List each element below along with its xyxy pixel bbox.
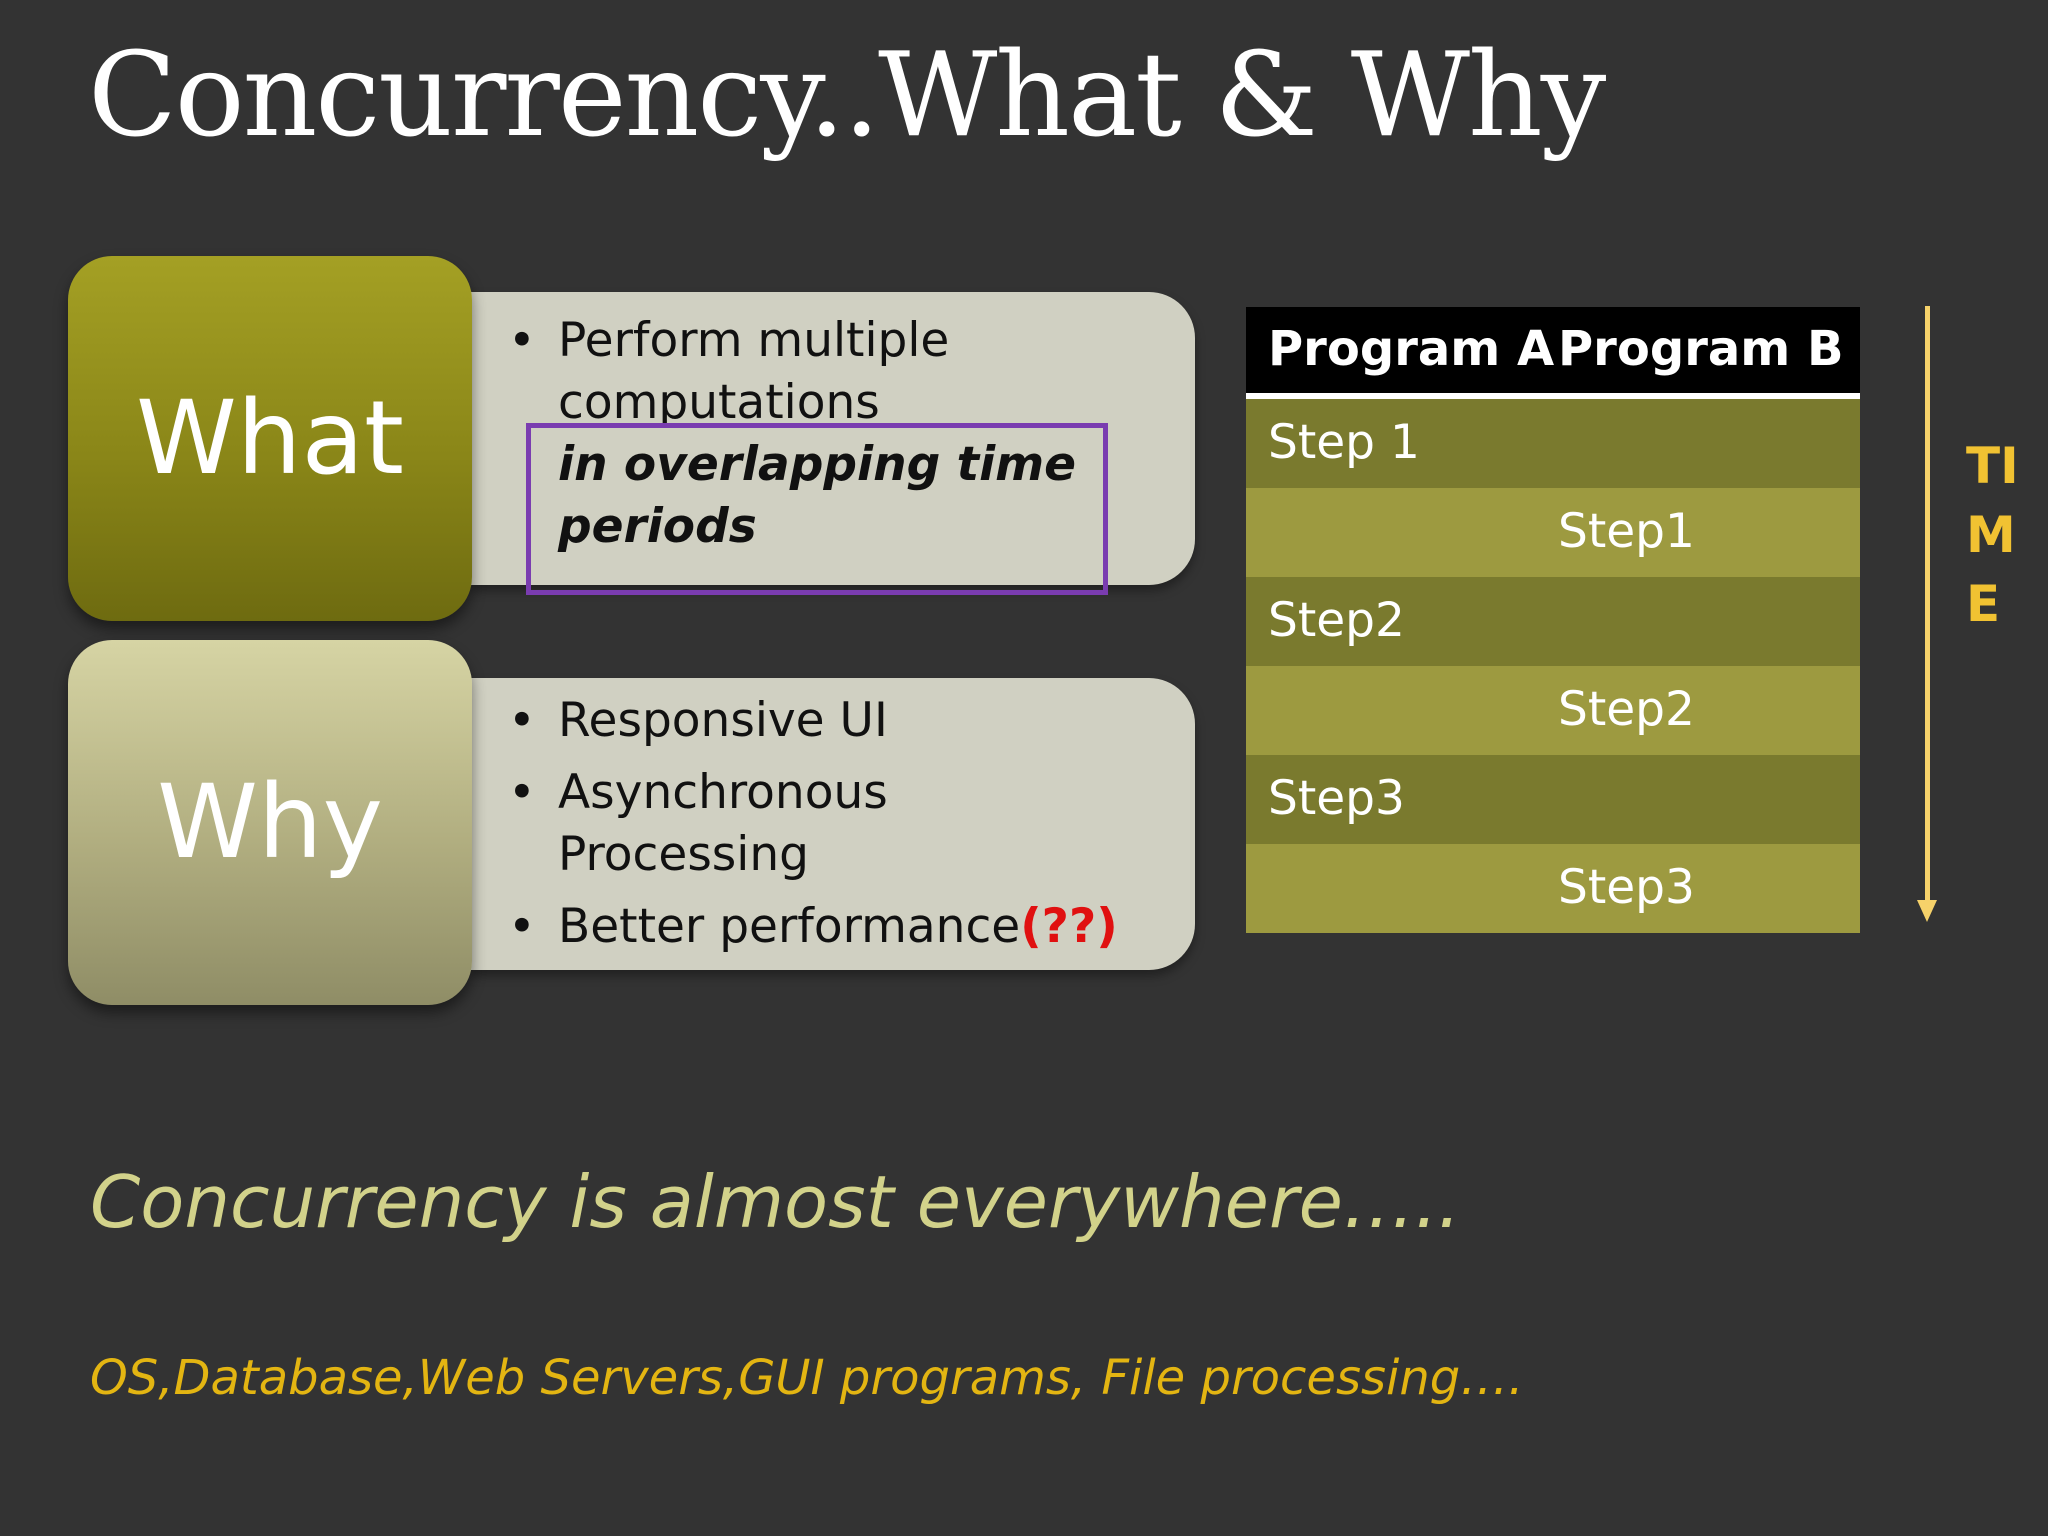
why-bullet-item: Better performance(??)	[508, 896, 1118, 958]
table-header: Program A Program B	[1246, 307, 1860, 399]
why-bullet-item: Asynchronous Processing	[508, 762, 1118, 886]
cell-program-b: Step2	[1558, 682, 1695, 737]
program-steps-table: Program A Program B Step 1 Step1 Step2 S…	[1246, 307, 1860, 933]
slide-title: Concurrency..What & Why	[88, 28, 1606, 163]
what-tile: What	[68, 256, 472, 621]
time-label: TIME	[1966, 437, 2019, 633]
question-mark-text: (??)	[1020, 899, 1118, 954]
header-program-a: Program A	[1268, 321, 1555, 377]
why-tile: Why	[68, 640, 472, 1005]
what-bullet-item: Perform multiple computations in overlap…	[508, 310, 1195, 558]
why-bullet-text: Responsive UI	[558, 693, 888, 748]
why-tile-label: Why	[157, 763, 383, 882]
what-bullet-text: Perform multiple computations	[558, 313, 950, 430]
why-content-panel: Responsive UI Asynchronous Processing Be…	[470, 678, 1195, 970]
table-row: Step2	[1246, 577, 1860, 666]
emphasis-highlight-box	[526, 423, 1108, 595]
why-bullet-item: Responsive UI	[508, 690, 1118, 752]
table-row: Step 1	[1246, 399, 1860, 488]
cell-program-a: Step2	[1268, 593, 1405, 648]
what-tile-label: What	[136, 379, 404, 498]
examples-text: OS,Database,Web Servers,GUI programs, Fi…	[90, 1350, 1524, 1406]
cell-program-a: Step3	[1268, 771, 1405, 826]
what-content-panel: Perform multiple computations in overlap…	[470, 292, 1195, 585]
why-bullet-list: Responsive UI Asynchronous Processing Be…	[508, 690, 1118, 968]
header-program-b: Program B	[1558, 321, 1844, 377]
time-arrow-head-icon	[1917, 900, 1937, 922]
what-emphasis-text: in overlapping time periods	[558, 437, 1077, 554]
why-bullet-text: Better performance	[558, 899, 1021, 954]
time-arrow-line	[1925, 306, 1930, 906]
cell-program-a: Step 1	[1268, 415, 1420, 470]
what-bullet-list: Perform multiple computations in overlap…	[508, 310, 1195, 558]
cell-program-b: Step3	[1558, 860, 1695, 915]
table-row: Step2	[1246, 666, 1860, 755]
table-row: Step3	[1246, 844, 1860, 933]
table-row: Step1	[1246, 488, 1860, 577]
why-bullet-text: Asynchronous Processing	[558, 765, 888, 882]
table-row: Step3	[1246, 755, 1860, 844]
tagline-text: Concurrency is almost everywhere…..	[90, 1160, 1461, 1244]
cell-program-b: Step1	[1558, 504, 1695, 559]
